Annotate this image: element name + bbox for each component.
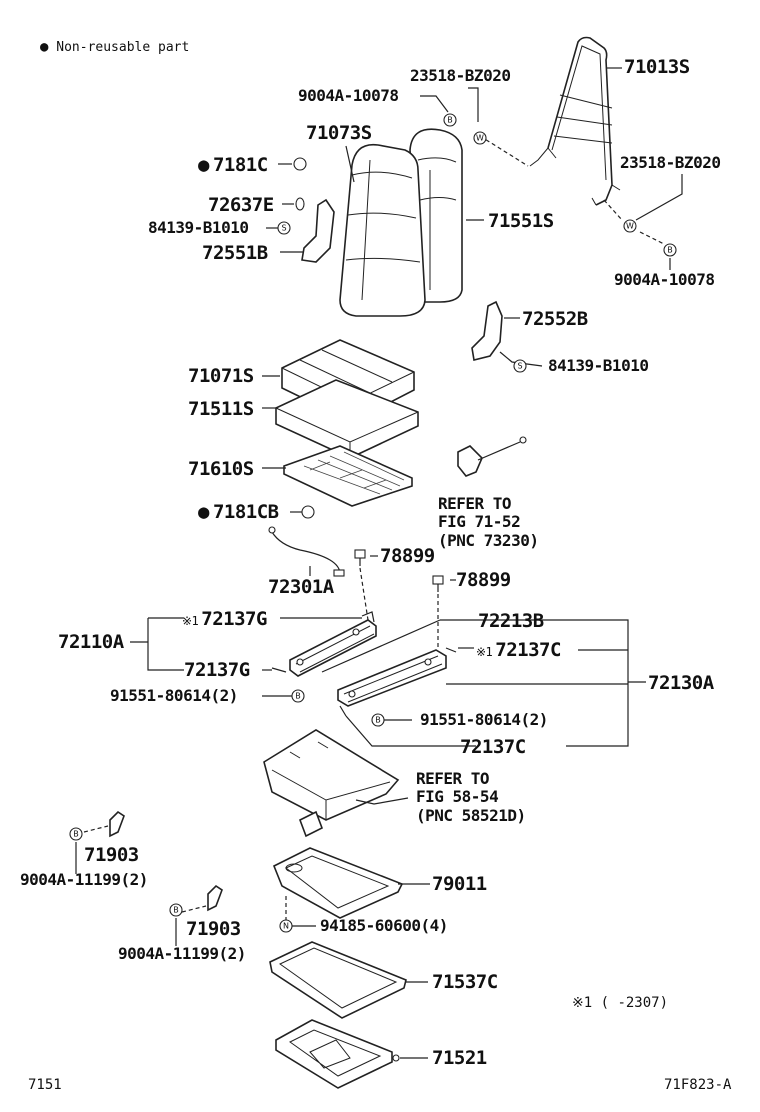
cushion-pad-drawing <box>275 379 419 459</box>
legend-non-reusable: ● Non-reusable part <box>40 39 190 55</box>
label-71903-a: 71903 <box>84 844 139 866</box>
callout-72637e-clip <box>295 197 305 211</box>
callout-b-91551-right <box>371 713 385 727</box>
footer-left-code: 7151 <box>28 1077 62 1093</box>
callout-7181cb-ring <box>301 505 315 519</box>
base-71521-drawing <box>275 1019 400 1089</box>
label-71903-b: 71903 <box>186 918 241 940</box>
cushion-frame-drawing <box>283 445 413 507</box>
callout-letter: W <box>626 222 634 231</box>
callout-b-9004a-right <box>663 243 677 257</box>
label-72137c-bottom: 72137C <box>460 736 526 758</box>
label-7181c: 7181C <box>198 156 268 175</box>
label-72137g-bottom: 72137G <box>184 659 250 681</box>
label-71073s: 71073S <box>306 122 372 144</box>
label-71521: 71521 <box>432 1047 487 1069</box>
callout-s-84139-right <box>513 359 527 373</box>
callout-w-23518-right <box>623 219 637 233</box>
label-9004a-10078-top: 9004A-10078 <box>298 86 399 105</box>
seat-belt-buckle-drawing <box>457 436 527 477</box>
callout-7181c-ring <box>293 157 307 171</box>
callout-letter: N <box>283 922 289 931</box>
callout-letter: B <box>73 830 79 839</box>
refer-to-fig-58-54: REFER TO FIG 58-54 (PNC 58521D) <box>416 769 526 825</box>
label-72213b: 72213B <box>478 610 544 632</box>
callout-letter: B <box>667 246 673 255</box>
label-72301a: 72301A <box>268 576 334 598</box>
label-71610s: 71610S <box>188 458 254 480</box>
callout-b-9004a-11199-a <box>69 827 83 841</box>
seal-71537c-drawing <box>269 941 407 1019</box>
hinge-cover-right-drawing <box>471 300 503 361</box>
footnote-range: ※1 ( -2307) <box>572 995 669 1011</box>
cover-71903-b-drawing <box>207 884 223 912</box>
label-72552b: 72552B <box>522 308 588 330</box>
label-71511s: 71511S <box>188 398 254 420</box>
ref1-line1: REFER TO <box>438 494 512 513</box>
callout-letter: B <box>295 692 301 701</box>
label-23518-bz020-right: 23518-BZ020 <box>620 153 721 172</box>
callout-b-91551-left <box>291 689 305 703</box>
callout-letter: S <box>517 362 522 371</box>
callout-letter: S <box>281 224 286 233</box>
seat-track-right-drawing <box>321 619 457 717</box>
label-78899-b: 78899 <box>456 569 511 591</box>
label-72137c-top: 72137C <box>476 641 561 660</box>
seatback-cover-drawing <box>339 128 463 317</box>
legend-text: Non-reusable part <box>56 40 190 55</box>
label-71551s: 71551S <box>488 210 554 232</box>
label-94185-60600: 94185-60600(4) <box>320 916 448 935</box>
label-78899-a: 78899 <box>380 545 435 567</box>
label-71071s: 71071S <box>188 365 254 387</box>
label-72110a: 72110A <box>58 631 124 653</box>
label-9004a-10078-right: 9004A-10078 <box>614 270 715 289</box>
callout-b-9004a-top <box>443 113 457 127</box>
label-72637e: 72637E <box>208 194 274 216</box>
label-72551b: 72551B <box>202 242 268 264</box>
label-84139-b1010-right: 84139-B1010 <box>548 356 649 375</box>
label-79011: 79011 <box>432 873 487 895</box>
callout-letter: W <box>476 134 484 143</box>
callout-n-94185 <box>279 919 293 933</box>
ref1-line3: (PNC 73230) <box>438 530 539 550</box>
recliner-cable-drawing <box>268 526 345 577</box>
label-72130a: 72130A <box>648 672 714 694</box>
callout-letter: B <box>173 906 179 915</box>
ref2-line3: (PNC 58521D) <box>416 805 526 825</box>
hinge-cover-left-drawing <box>301 198 335 263</box>
label-9004a-11199-b: 9004A-11199(2) <box>118 944 246 963</box>
label-91551-80614-left: 91551-80614(2) <box>110 686 238 705</box>
ref2-line1: REFER TO <box>416 769 490 788</box>
bolt-78899-a-drawing <box>354 549 369 621</box>
label-9004a-11199-a: 9004A-11199(2) <box>20 870 148 889</box>
label-71013s: 71013S <box>624 56 690 78</box>
label-72137g-top: 72137G <box>182 610 267 629</box>
footer-right-code: 71F823-A <box>664 1077 732 1093</box>
label-23518-bz020-top: 23518-BZ020 <box>410 66 511 85</box>
label-84139-b1010-left: 84139-B1010 <box>148 218 249 237</box>
callout-w-23518-top <box>473 131 487 145</box>
label-7181cb: 7181CB <box>198 503 279 522</box>
callout-circles: B W W B S S B B B B N <box>69 113 677 933</box>
label-91551-80614-right: 91551-80614(2) <box>420 710 548 729</box>
label-71537c: 71537C <box>432 971 498 993</box>
callout-letter: B <box>375 716 381 725</box>
callout-letter: B <box>447 116 453 125</box>
ref1-line2: FIG 71-52 <box>438 512 521 532</box>
refer-to-fig-71-52: REFER TO FIG 71-52 (PNC 73230) <box>438 494 539 550</box>
seatback-frame-drawing <box>529 36 621 206</box>
ref2-line2: FIG 58-54 <box>416 787 499 807</box>
seat-track-left-drawing <box>271 611 377 677</box>
seat-shield-drawing <box>263 729 400 838</box>
bolt-78899-b-drawing <box>432 575 444 648</box>
cover-71903-a-drawing <box>109 810 125 838</box>
tray-79011-drawing <box>272 847 404 919</box>
callout-s-84139-left <box>277 221 291 235</box>
leader-lines <box>75 67 683 1059</box>
callout-b-9004a-11199-b <box>169 903 183 917</box>
